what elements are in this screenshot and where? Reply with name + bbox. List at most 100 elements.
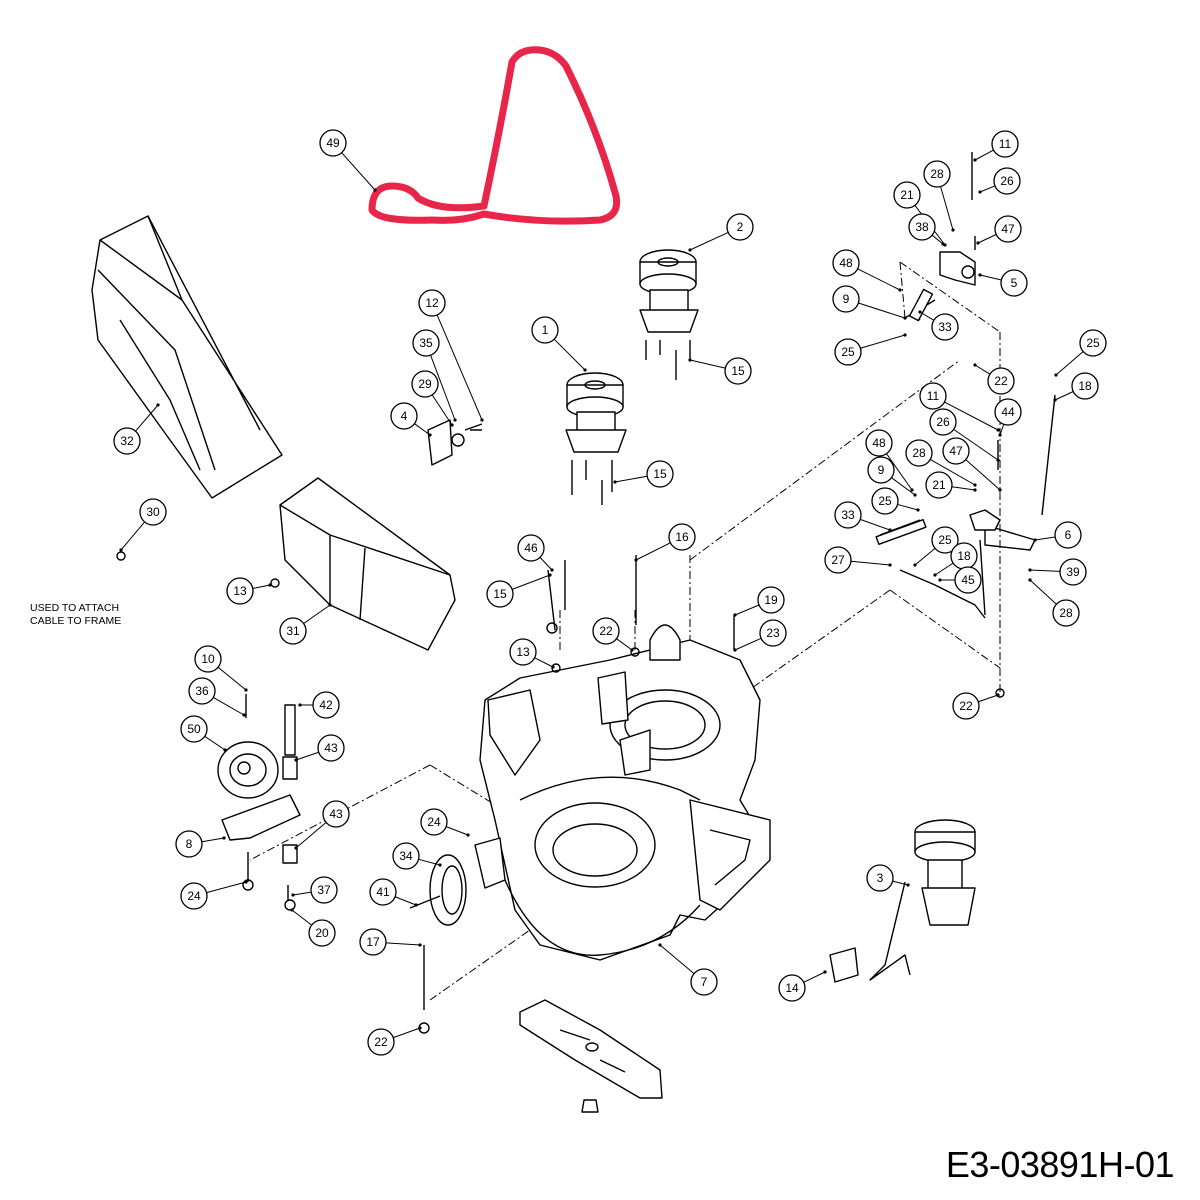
callout-label: 8: [186, 837, 193, 851]
callout-label: 15: [731, 364, 745, 378]
leader-line-11: [944, 401, 999, 431]
belt-part-49: [368, 46, 621, 225]
callout-15: 15: [724, 357, 752, 385]
callout-circle: [919, 382, 947, 410]
callout-47: 47: [994, 215, 1022, 243]
callout-circle: [991, 130, 1019, 158]
leader-end-22: [630, 648, 634, 652]
callout-label: 45: [961, 573, 975, 587]
hardware: [116, 551, 1005, 1034]
leader-line-15: [689, 359, 726, 369]
callout-circle: [646, 460, 674, 488]
leader-end-50: [223, 748, 227, 752]
callout-38: 38: [908, 213, 936, 241]
bracket-part-4: [427, 419, 483, 466]
callout-7: 7: [690, 968, 718, 996]
leader-line-5: [979, 274, 1002, 281]
leader-end-22: [996, 693, 1000, 697]
leader-line-20: [291, 909, 312, 926]
callout-label: 9: [843, 292, 850, 306]
leader-line-1: [553, 338, 586, 371]
leader-end-25: [1054, 373, 1058, 377]
leader-end-31: [328, 603, 332, 607]
leader-end-6: [1033, 538, 1037, 542]
leader-line-48: [886, 453, 913, 491]
leader-line-17: [385, 942, 421, 946]
leader-end-48: [898, 288, 902, 292]
callout-label: 1: [542, 323, 549, 337]
callout-circle: [994, 398, 1022, 426]
leader-end-28: [973, 483, 977, 487]
leader-line-13: [252, 584, 271, 589]
callout-42: 42: [312, 691, 340, 719]
callout-label: 15: [653, 467, 667, 481]
callout-label: 21: [932, 478, 946, 492]
leader-line-32: [135, 404, 159, 432]
leader-line-50: [204, 735, 226, 751]
callout-3: 3: [866, 864, 894, 892]
callout-circle: [954, 566, 982, 594]
callout-label: 47: [1001, 222, 1015, 236]
leader-end-1: [583, 368, 587, 372]
gauge-wheel-part-34: [409, 837, 506, 926]
callout-circle: [724, 357, 752, 385]
callout-18: 18: [950, 542, 978, 570]
callout-circle: [390, 402, 418, 430]
callout-circle: [987, 367, 1015, 395]
leader-line-47: [977, 234, 997, 244]
callout-22: 22: [952, 692, 980, 720]
leader-line-44: [999, 424, 1005, 436]
callout-25: 25: [871, 487, 899, 515]
callout-circle: [931, 313, 959, 341]
callout-circle: [226, 577, 254, 605]
idler-pulley-part-50: [217, 694, 301, 900]
spindle-assembly-part-1: [565, 372, 627, 505]
callout-circle: [942, 437, 970, 465]
callout-label: 27: [831, 553, 845, 567]
callout-21: 21: [925, 471, 953, 499]
callout-circle: [486, 580, 514, 608]
callout-label: 31: [286, 624, 300, 638]
leader-line-36: [213, 697, 245, 716]
leader-line-14: [803, 971, 826, 983]
callout-circle: [832, 249, 860, 277]
callout-label: 25: [841, 345, 855, 359]
callout-label: 35: [419, 336, 433, 350]
callout-circle: [690, 968, 718, 996]
callout-label: 14: [785, 981, 799, 995]
callout-label: 46: [524, 541, 538, 555]
leader-end-3: [906, 883, 910, 887]
callout-10: 10: [194, 645, 222, 673]
leader-line-13: [534, 657, 554, 668]
leader-end-33: [918, 310, 922, 314]
leader-line-39: [1029, 569, 1061, 572]
callout-label: 23: [766, 626, 780, 640]
callout-circle: [310, 876, 338, 904]
callout-45: 45: [954, 566, 982, 594]
callout-label: 29: [418, 377, 432, 391]
leader-end-7: [658, 943, 662, 947]
callout-28: 28: [923, 160, 951, 188]
leader-line-9: [891, 477, 916, 496]
callout-48: 48: [865, 429, 893, 457]
callout-circle: [893, 181, 921, 209]
callout-circle: [592, 617, 620, 645]
callout-circle: [778, 974, 806, 1002]
callout-circle: [308, 919, 336, 947]
leader-end-45: [938, 578, 942, 582]
callout-circle: [1054, 521, 1082, 549]
callout-label: 24: [427, 815, 441, 829]
drawing-number: E3-03891H-01: [945, 1144, 1175, 1185]
leader-line-35: [430, 354, 456, 421]
leader-end-38: [941, 242, 945, 246]
callout-30: 30: [139, 498, 167, 526]
callout-26: 26: [993, 167, 1021, 195]
discharge-chute-part-32: [91, 215, 283, 499]
callout-label: 44: [1001, 405, 1015, 419]
leader-line-43: [295, 822, 327, 849]
callout-label: 49: [326, 136, 340, 150]
callout-48: 48: [832, 249, 860, 277]
callout-label: 11: [927, 389, 940, 403]
callout-1: 1: [531, 316, 559, 344]
callout-circle: [834, 338, 862, 366]
